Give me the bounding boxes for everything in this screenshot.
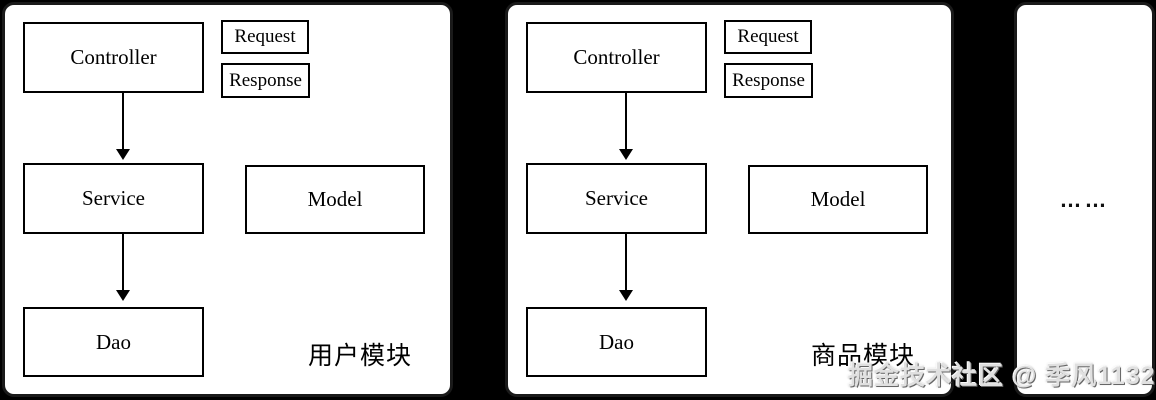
ellipsis-text: …… xyxy=(1059,186,1110,212)
arrow-controller-to-service xyxy=(116,93,130,160)
arrow-shaft xyxy=(625,234,627,291)
arrow-controller-to-service xyxy=(619,93,633,160)
arrow-service-to-dao xyxy=(619,234,633,301)
more-modules-panel: …… xyxy=(1014,2,1155,397)
service-box: Service xyxy=(23,163,204,234)
product-module-panel: Controller Request Response Service Mode… xyxy=(505,2,954,397)
module-label: 用户模块 xyxy=(308,342,413,370)
arrow-down-icon xyxy=(619,149,633,160)
arrow-down-icon xyxy=(116,290,130,301)
arrow-shaft xyxy=(122,93,124,150)
service-box: Service xyxy=(526,163,707,234)
model-box: Model xyxy=(748,165,928,234)
controller-box: Controller xyxy=(23,22,204,93)
arrow-shaft xyxy=(625,93,627,150)
arrow-shaft xyxy=(122,234,124,291)
model-box: Model xyxy=(245,165,425,234)
request-box: Request xyxy=(724,20,812,54)
arrow-down-icon xyxy=(619,290,633,301)
controller-box: Controller xyxy=(526,22,707,93)
response-box: Response xyxy=(724,63,813,98)
watermark: 掘金技术社区 @ 季风1132 xyxy=(848,362,1156,390)
module-label: 商品模块 xyxy=(811,342,916,370)
request-box: Request xyxy=(221,20,309,54)
arrow-service-to-dao xyxy=(116,234,130,301)
dao-box: Dao xyxy=(526,307,707,377)
user-module-panel: Controller Request Response Service Mode… xyxy=(2,2,453,397)
dao-box: Dao xyxy=(23,307,204,377)
response-box: Response xyxy=(221,63,310,98)
arrow-down-icon xyxy=(116,149,130,160)
